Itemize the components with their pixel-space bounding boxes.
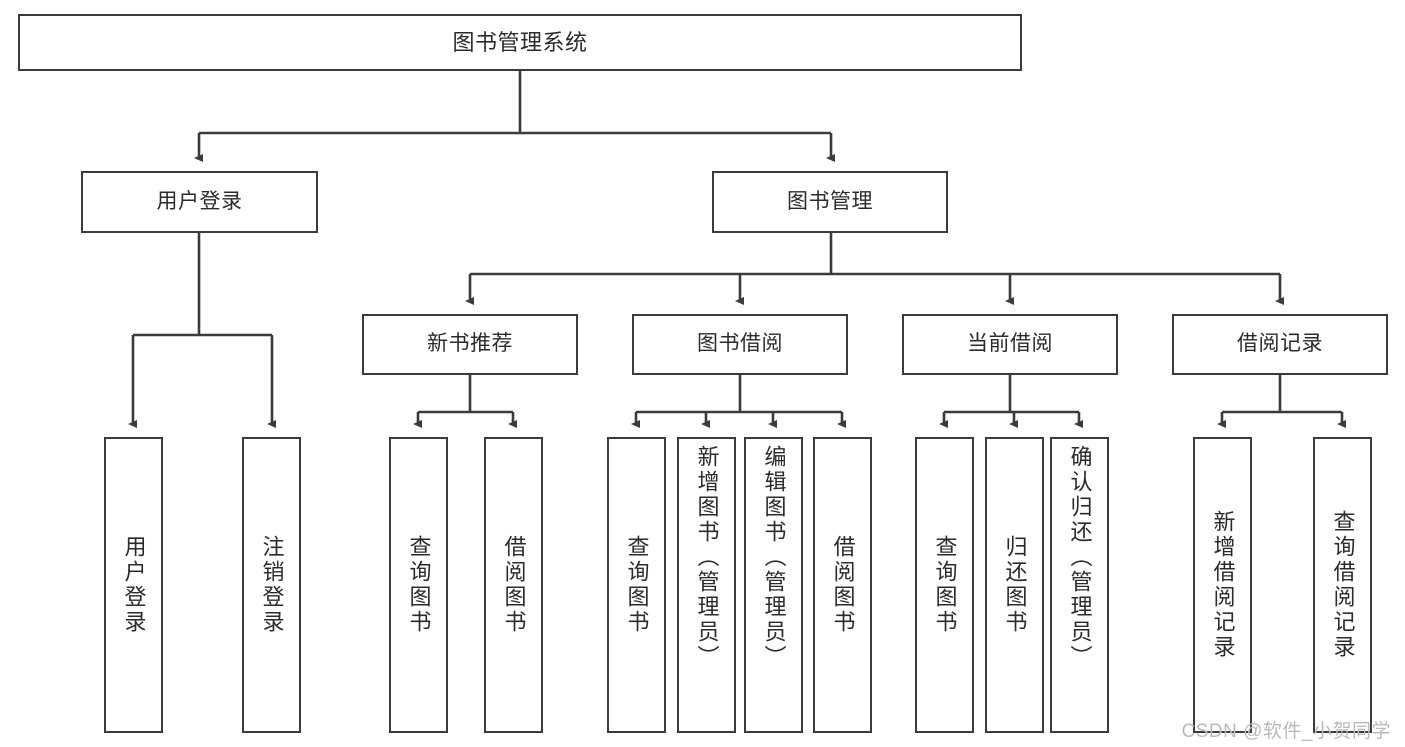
leaf-add-borrow-record[interactable]: 新增借阅记录: [1193, 437, 1252, 733]
leaf-query-books-newbooks[interactable]: 查询图书: [389, 437, 448, 733]
node-label: 确认归还（管理员）: [1067, 445, 1093, 670]
node-borrow-records[interactable]: 借阅记录: [1172, 314, 1388, 375]
node-label: 查询借阅记录: [1330, 510, 1356, 660]
node-label: 新增借阅记录: [1210, 510, 1236, 660]
node-user-login[interactable]: 用户登录: [81, 171, 318, 233]
leaf-confirm-return-admin[interactable]: 确认归还（管理员）: [1050, 437, 1109, 733]
leaf-query-books-current[interactable]: 查询图书: [915, 437, 974, 733]
leaf-borrow-books-newbooks[interactable]: 借阅图书: [484, 437, 543, 733]
node-book-management-system[interactable]: 图书管理系统: [18, 14, 1022, 71]
node-label: 查询图书: [406, 535, 432, 635]
leaf-user-login[interactable]: 用户登录: [104, 437, 163, 733]
node-book-borrowing[interactable]: 图书借阅: [632, 314, 848, 375]
node-label: 图书管理系统: [452, 29, 588, 55]
node-label: 查询图书: [932, 535, 958, 635]
node-label: 注销登录: [259, 535, 285, 635]
watermark: CSDN @软件_小贺同学: [1181, 721, 1391, 742]
leaf-logout[interactable]: 注销登录: [242, 437, 301, 733]
node-label: 当前借阅: [967, 332, 1053, 356]
node-label: 借阅记录: [1237, 332, 1323, 356]
leaf-borrow-books[interactable]: 借阅图书: [813, 437, 872, 733]
node-label: 用户登录: [156, 189, 243, 213]
leaf-query-books-borrow[interactable]: 查询图书: [607, 437, 666, 733]
node-label: 新书推荐: [427, 332, 513, 356]
node-label: 查询图书: [624, 535, 650, 635]
node-book-management[interactable]: 图书管理: [712, 171, 948, 233]
node-label: 图书管理: [787, 189, 873, 213]
node-label: 借阅图书: [830, 535, 856, 635]
node-label: 归还图书: [1002, 535, 1028, 635]
node-new-book-recommendation[interactable]: 新书推荐: [362, 314, 578, 375]
node-label: 借阅图书: [501, 535, 527, 635]
node-label: 编辑图书（管理员）: [761, 445, 787, 670]
leaf-edit-book-admin[interactable]: 编辑图书（管理员）: [744, 437, 803, 733]
leaf-add-book-admin[interactable]: 新增图书（管理员）: [677, 437, 736, 733]
node-label: 用户登录: [121, 535, 147, 635]
node-label: 新增图书（管理员）: [694, 445, 720, 670]
leaf-query-borrow-record[interactable]: 查询借阅记录: [1313, 437, 1372, 733]
node-label: 图书借阅: [697, 332, 783, 356]
leaf-return-books[interactable]: 归还图书: [985, 437, 1044, 733]
node-current-borrowing[interactable]: 当前借阅: [902, 314, 1118, 375]
